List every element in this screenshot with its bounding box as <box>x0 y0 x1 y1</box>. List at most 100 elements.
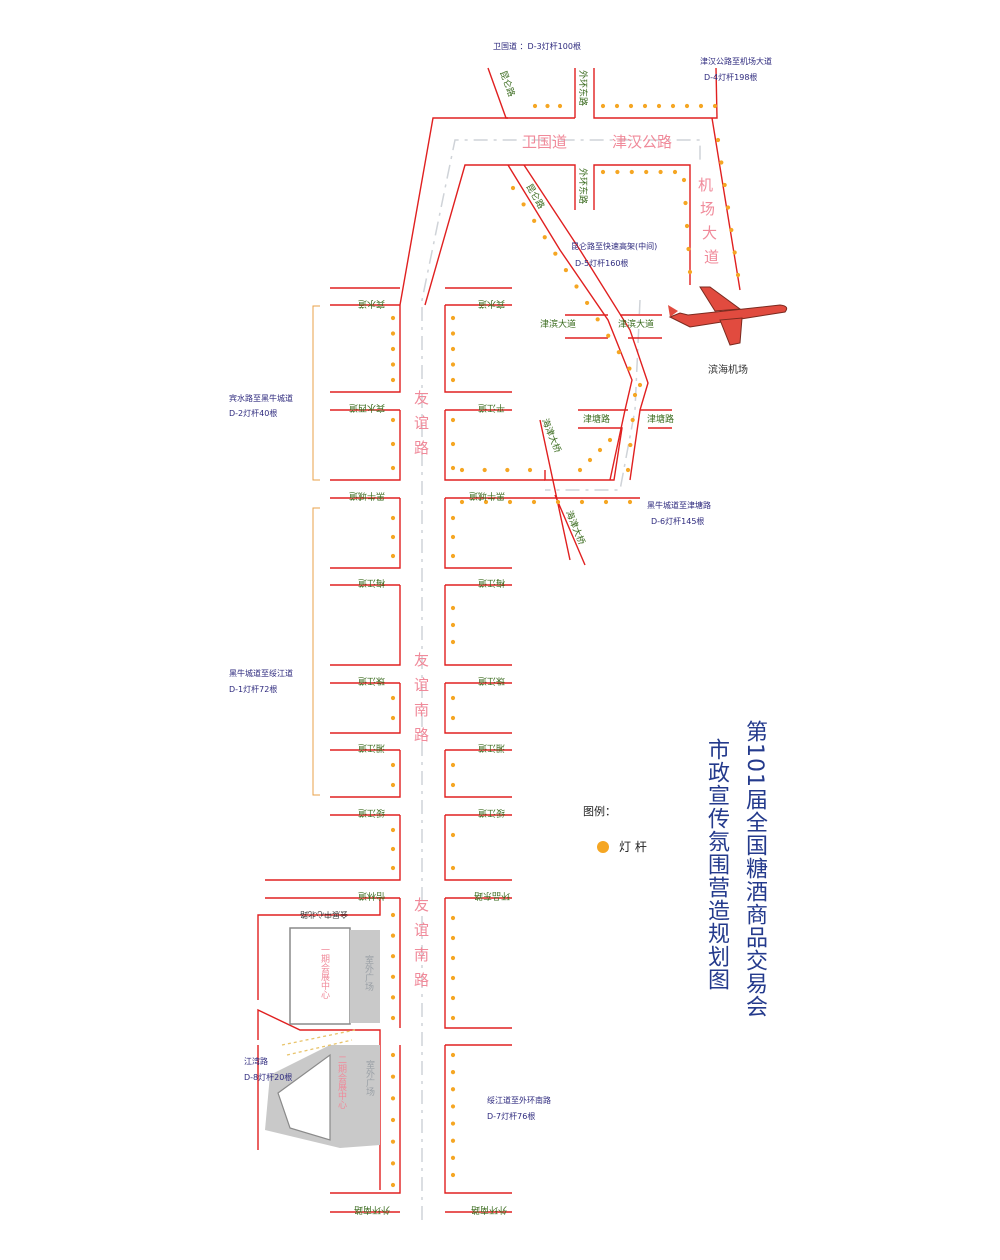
road-airport-4: 道 <box>704 248 719 266</box>
lamp-dot <box>658 169 663 175</box>
lamp-dot <box>597 447 603 453</box>
note-d4-b: D-4灯杆198根 <box>704 72 757 82</box>
street-binshui-l: 宾水道 <box>358 298 385 310</box>
street-meijiang-l: 梅江道 <box>358 577 385 589</box>
road-youyinan-a4: 路 <box>414 726 429 744</box>
lamp-dot <box>390 534 396 540</box>
lamp-dot <box>390 417 396 423</box>
lamp-dot <box>521 202 526 207</box>
lamp-dot <box>687 269 693 275</box>
note-d7-b: D-7灯杆76根 <box>487 1111 535 1121</box>
street-jintang-l: 津塘路 <box>583 413 610 425</box>
street-kunlun-top: 昆仑路 <box>497 69 518 98</box>
lamp-dot <box>390 762 396 768</box>
lamp-dot <box>390 331 396 336</box>
road-airport-2: 场 <box>700 200 715 218</box>
lamp-dot <box>735 272 741 278</box>
street-zhujiang-r: 珠江道 <box>478 675 505 687</box>
legend-lamp-label: 灯 杆 <box>619 840 647 854</box>
legend-title: 图例： <box>583 805 616 818</box>
corridor-blocks <box>265 287 640 1213</box>
lamp-dot <box>722 182 727 188</box>
lamp-dot <box>450 1087 456 1092</box>
lamp-dot <box>390 1015 396 1021</box>
lamp-dot <box>450 441 456 447</box>
lamp-dot <box>630 417 635 423</box>
lamp-dot <box>450 553 456 559</box>
street-haijin-2: 海津大桥 <box>563 509 588 547</box>
street-heiniucheng-l: 黑牛城道 <box>349 490 385 502</box>
road-youyinan-a1: 友 <box>414 651 429 669</box>
lamp-dot <box>450 935 456 941</box>
lamp-dot <box>390 346 396 352</box>
lamp-dot <box>390 553 396 559</box>
lamp-dot <box>450 975 456 981</box>
lamp-dot <box>553 251 558 256</box>
lamp-dot <box>390 995 396 1000</box>
legend-lamp: 灯 杆 <box>597 838 647 855</box>
lamp-dot <box>577 467 583 473</box>
title-line1: 第101届全国糖酒商品交易会 <box>742 720 767 1018</box>
lamp-dot <box>450 331 456 336</box>
lamp-dot <box>450 346 456 352</box>
road-youyinan-b2: 谊 <box>414 921 429 939</box>
lamp-dot <box>450 417 456 423</box>
lamp-dot <box>450 715 456 721</box>
street-waihuannan-r: 外环南路 <box>471 1204 507 1216</box>
expo-area <box>257 898 381 1190</box>
street-jinbin-l: 津滨大道 <box>540 318 576 330</box>
road-youyinan-a3: 南 <box>414 701 429 719</box>
lamp-dot <box>459 467 465 473</box>
expo2-label: 二期会展中心 <box>336 1055 347 1109</box>
lamp-dot <box>545 103 550 109</box>
lamp-dot <box>450 622 456 628</box>
lamp-icon <box>597 840 609 853</box>
lamp-dot <box>450 762 456 768</box>
lamp-dot <box>390 695 396 701</box>
lamp-dot <box>390 912 396 918</box>
street-waihuandong-mid: 外环东路 <box>577 168 589 204</box>
lamp-dot <box>450 832 456 838</box>
lamp-dot <box>542 235 547 240</box>
road-youyinan-b1: 友 <box>414 896 429 914</box>
note-d5-a: 昆仑路至快速高架(中间) <box>571 241 657 251</box>
lamp-dot <box>527 467 533 473</box>
lamp-dot <box>715 137 721 143</box>
lamp-dot <box>482 467 487 473</box>
lamp-dot <box>390 1052 396 1058</box>
note-d2-b: D-2灯杆40根 <box>229 408 277 418</box>
street-waihuandong-top: 外环东路 <box>577 70 589 106</box>
lamp-dot <box>595 317 600 322</box>
lamp-dot <box>450 377 456 383</box>
major-road-labels: 卫国道 津汉公路 机 场 大 道 友 谊 路 友 谊 南 路 友 谊 南 路 <box>414 133 719 989</box>
street-huanpin: 环品东路 <box>474 890 510 902</box>
lamp-dot <box>450 362 456 367</box>
lamp-dot <box>390 974 396 979</box>
lamp-dot <box>459 499 465 505</box>
lamp-dot <box>719 160 724 165</box>
lamp-dot <box>390 827 396 833</box>
note-d1-a: 黑牛城道至绥江道 <box>229 668 293 678</box>
lamp-dot <box>450 782 456 788</box>
lamp-dot <box>450 315 456 321</box>
lamp-dot <box>450 955 456 961</box>
lamp-dot <box>627 366 632 371</box>
lamp-dot <box>450 639 456 645</box>
lamp-dot <box>450 1104 456 1109</box>
lamp-dot <box>450 695 456 701</box>
lamp-dot <box>656 103 662 109</box>
note-d5-b: D-5灯杆160根 <box>575 258 628 268</box>
lamp-dot <box>450 1052 456 1058</box>
lamp-dot <box>732 250 737 255</box>
centerline <box>421 139 701 1220</box>
street-labels: 昆仑路 外环东路 昆仑路 外环东路 宾水道 宾水道 津滨大道 津滨大道 宾水西道… <box>300 69 674 1216</box>
lamp-dot <box>579 499 585 505</box>
lamp-dot <box>390 1117 396 1123</box>
lamp-dot <box>629 169 634 175</box>
lamp-dot <box>507 499 513 505</box>
lamp-dot <box>615 169 620 175</box>
lamp-dot <box>450 1172 456 1178</box>
lamp-dot <box>729 227 734 233</box>
road-airport-1: 机 <box>698 176 713 194</box>
road-youyinan-b4: 路 <box>414 971 429 989</box>
